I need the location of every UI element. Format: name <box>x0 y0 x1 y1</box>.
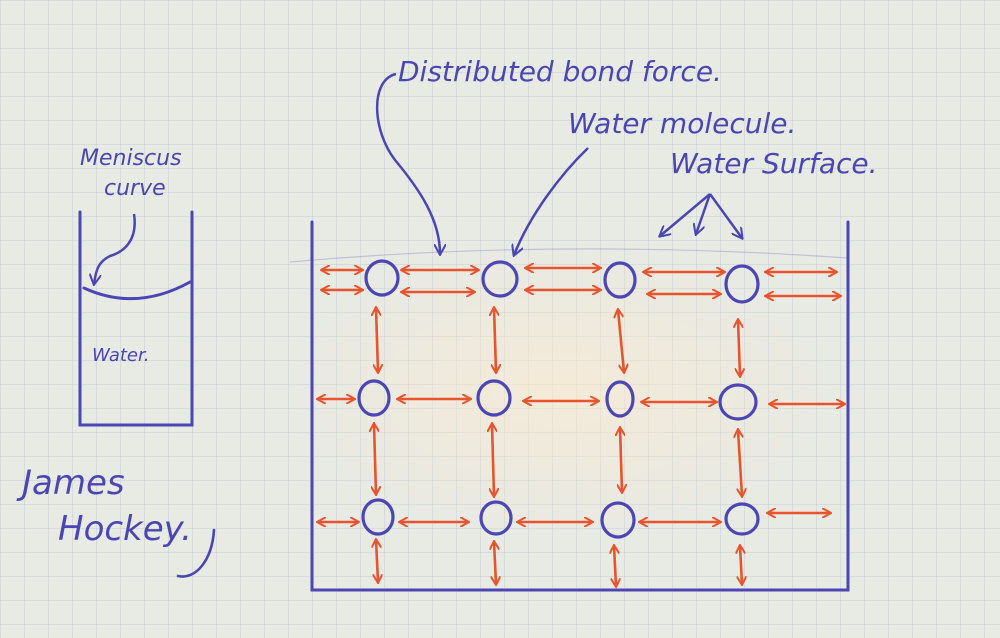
meniscus-curve <box>82 280 192 301</box>
label-curve: curve <box>104 176 166 201</box>
label-meniscus: Meniscus <box>80 146 182 171</box>
water-molecule <box>603 261 637 299</box>
water-molecules <box>357 259 760 539</box>
water-molecule <box>718 383 758 421</box>
water-molecule <box>724 502 760 536</box>
bond-force-pointer-arrow <box>375 72 440 254</box>
water-molecule <box>600 501 636 539</box>
author-last-name: Hockey. <box>58 509 192 549</box>
author-first-name: James <box>22 463 125 503</box>
signature-flourish <box>176 528 216 578</box>
label-water-molecule: Water molecule. <box>568 107 797 140</box>
label-distributed-bond-force: Distributed bond force. <box>398 55 722 88</box>
molecule-pointer-arrow <box>514 147 589 255</box>
water-molecule <box>724 264 760 304</box>
water-molecule <box>605 380 635 418</box>
water-molecule <box>357 379 391 417</box>
surface-pointer-arrows <box>660 193 742 238</box>
water-surface-line <box>289 248 849 263</box>
water-molecule <box>361 498 395 536</box>
meniscus-pointer-arrow <box>94 213 136 284</box>
bond-arrows <box>318 268 844 586</box>
beaker-outline <box>78 210 194 427</box>
water-molecule <box>364 259 400 297</box>
container-outline <box>310 220 850 592</box>
water-molecule <box>479 500 513 536</box>
water-molecule <box>481 260 519 298</box>
label-beaker-water: Water. <box>92 345 150 366</box>
label-water-surface: Water Surface. <box>670 147 878 180</box>
water-molecule <box>476 379 512 417</box>
